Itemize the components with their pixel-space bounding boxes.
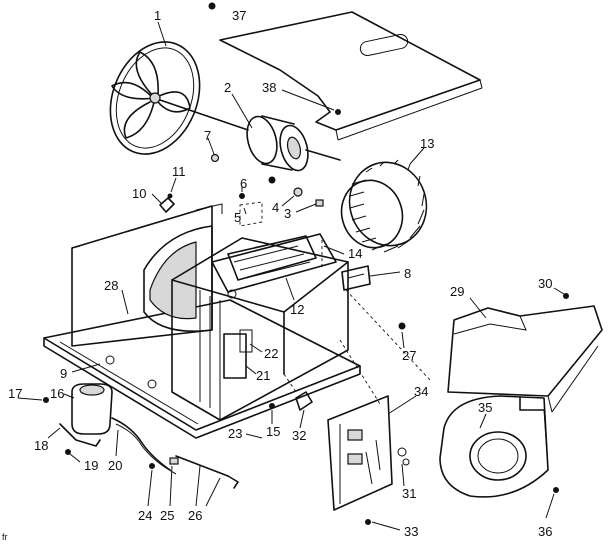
screw-36 xyxy=(553,487,559,493)
control-bracket xyxy=(327,395,410,511)
callout-16: 16 xyxy=(50,386,64,401)
screw-15 xyxy=(269,403,275,409)
screw-38 xyxy=(335,109,341,115)
callout-2: 2 xyxy=(224,80,231,95)
callout-labels: 1 2 3 4 5 6 7 8 9 10 11 12 13 14 15 16 1… xyxy=(2,8,552,542)
part-3 xyxy=(315,199,324,207)
part-5 xyxy=(239,201,263,227)
callout-37: 37 xyxy=(232,8,246,23)
blower-housing xyxy=(439,395,549,498)
screw-19 xyxy=(65,449,71,455)
leader-lines xyxy=(17,21,565,531)
screw-30 xyxy=(563,293,569,299)
callout-28: 28 xyxy=(104,278,118,293)
callout-6: 6 xyxy=(240,176,247,191)
callout-15: 15 xyxy=(266,424,280,439)
ground-wire xyxy=(149,455,239,489)
assembly-guide-lines xyxy=(283,240,431,405)
part-32 xyxy=(295,391,313,411)
callout-23: 23 xyxy=(228,426,242,441)
callout-25: 25 xyxy=(160,508,174,523)
callout-35: 35 xyxy=(478,400,492,415)
callout-38: 38 xyxy=(262,80,276,95)
top-cover-panel xyxy=(219,11,483,141)
callout-19: 19 xyxy=(84,458,98,473)
callout-12: 12 xyxy=(290,302,304,317)
screw-17 xyxy=(43,397,49,403)
part-25 xyxy=(169,457,179,465)
callout-30: 30 xyxy=(538,276,552,291)
callout-21: 21 xyxy=(256,368,270,383)
callout-8: 8 xyxy=(404,266,411,281)
callout-18: 18 xyxy=(34,438,48,453)
motor xyxy=(159,99,341,184)
screw-24 xyxy=(149,463,155,469)
callout-4: 4 xyxy=(272,200,279,215)
callout-1: 1 xyxy=(154,8,161,23)
capacitor xyxy=(71,383,113,435)
callout-10: 10 xyxy=(132,186,146,201)
callout-26: 26 xyxy=(188,508,202,523)
wire-harness xyxy=(111,417,171,471)
screw-11 xyxy=(167,193,173,199)
panel-21 xyxy=(223,333,247,379)
part-27 xyxy=(398,322,406,330)
callout-9: 9 xyxy=(60,366,67,381)
callout-14: 14 xyxy=(348,246,362,261)
callout-33: 33 xyxy=(404,524,418,539)
callout-32: 32 xyxy=(292,428,306,443)
callout-5: 5 xyxy=(234,210,241,225)
control-box-housing xyxy=(171,233,349,421)
part-6 xyxy=(239,193,245,199)
part-4 xyxy=(293,187,303,197)
callout-3: 3 xyxy=(284,206,291,221)
screw-33 xyxy=(365,519,371,525)
callout-11: 11 xyxy=(172,164,186,179)
callout-27: 27 xyxy=(402,348,416,363)
terminal-block xyxy=(341,265,371,291)
callout-24: 24 xyxy=(138,508,152,523)
fan-blade xyxy=(109,41,201,155)
callout-36: 36 xyxy=(538,524,552,539)
blower-wheel xyxy=(340,159,428,253)
hardware-small-parts xyxy=(210,153,324,227)
part-7 xyxy=(210,153,220,163)
corner-mark: fr xyxy=(2,532,8,542)
panel-22 xyxy=(239,329,253,353)
callout-22: 22 xyxy=(264,346,278,361)
right-panel xyxy=(447,305,603,413)
callout-29: 29 xyxy=(450,284,464,299)
screw-37 xyxy=(208,2,216,10)
callout-13: 13 xyxy=(420,136,434,151)
capacitor-strap xyxy=(59,423,101,447)
callout-7: 7 xyxy=(204,128,211,143)
callout-20: 20 xyxy=(108,458,122,473)
bracket-10 xyxy=(159,197,175,213)
callout-17: 17 xyxy=(8,386,22,401)
callout-34: 34 xyxy=(414,384,428,399)
callout-31: 31 xyxy=(402,486,416,501)
